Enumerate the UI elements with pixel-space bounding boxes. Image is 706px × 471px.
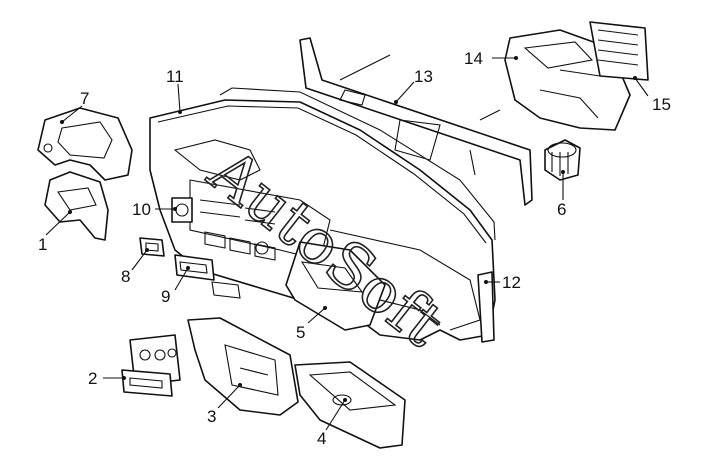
center-vent-part [171,197,193,223]
callout-5: 5 [296,323,305,342]
cluster-lower-trim-part [44,171,109,241]
callout-13: 13 [414,67,433,86]
callout-7: 7 [80,89,89,108]
cluster-bezel-part [37,107,133,181]
blower-motor-part [544,139,581,181]
callout-8: 8 [121,267,130,286]
cross-beam-part [299,37,533,206]
callout-14: 14 [464,49,483,68]
filter-part [589,21,649,81]
callout-3: 3 [207,407,216,426]
leader-lines [45,56,649,431]
callout-4: 4 [317,429,326,448]
callout-11: 11 [166,67,184,86]
switch-part [139,237,165,257]
climate-control-part [121,334,181,397]
callout-1: 1 [38,235,47,254]
callout-10: 10 [132,200,151,219]
callout-12: 12 [502,273,521,292]
side-trim-part [477,271,495,343]
callout-9: 9 [161,287,170,306]
callout-15: 15 [652,95,671,114]
callout-6: 6 [557,200,566,219]
center-lower-panel-part [187,317,299,416]
center-console-panel-part [285,241,386,331]
callout-2: 2 [88,369,97,388]
callout-labels: 1 2 3 4 5 6 7 8 9 10 11 12 13 14 15 [38,49,671,448]
glove-box-part [294,361,406,449]
